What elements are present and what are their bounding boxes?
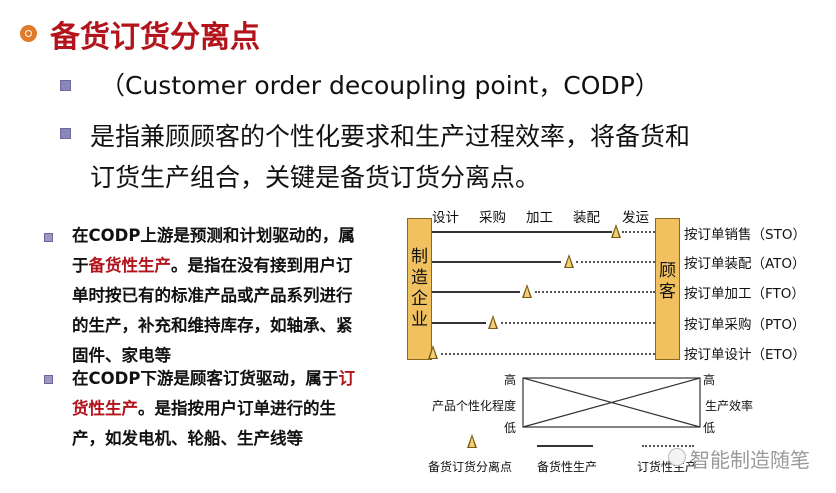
wechat-icon	[668, 448, 686, 466]
tradeoff-cross-diagram	[522, 377, 701, 428]
codp-marker-icon	[428, 345, 438, 359]
legend-codp-icon	[467, 434, 477, 448]
title-bullet-icon	[20, 25, 37, 42]
stage-assembly: 装配	[573, 210, 600, 226]
watermark: 智能制造随笔	[690, 448, 810, 472]
stage-ship: 发运	[622, 210, 649, 226]
bullet-icon	[44, 375, 53, 384]
stage-purchase: 采购	[479, 210, 506, 226]
customer-bar: 顾客	[655, 218, 680, 360]
order-line-pto	[501, 322, 655, 324]
efficiency-label: 生产效率	[705, 399, 754, 413]
legend-codp-label: 备货订货分离点	[428, 460, 513, 474]
order-line-eto	[441, 353, 655, 355]
stage-process: 加工	[526, 210, 553, 226]
left-low-label: 低	[504, 421, 517, 435]
codp-marker-icon	[564, 254, 574, 268]
page-title: 备货订货分离点	[50, 20, 260, 55]
stock-line-sto	[432, 231, 612, 233]
customization-label: 产品个性化程度	[432, 399, 517, 413]
right-high-label: 高	[703, 373, 716, 387]
manufacturer-bar: 制造企业	[407, 218, 432, 360]
stage-design: 设计	[432, 210, 459, 226]
bullet-icon	[60, 80, 71, 91]
legend-order-label: 订货性生产	[637, 460, 698, 474]
codp-full-name: （Customer order decoupling point，CODP）	[100, 71, 660, 100]
legend-stock-label: 备货性生产	[537, 460, 598, 474]
stock-line-fto	[432, 291, 520, 293]
bullet-icon	[44, 233, 53, 242]
bullet-icon	[60, 128, 71, 139]
mode-pto: 按订单采购（PTO）	[684, 317, 806, 333]
stock-line-ato	[432, 261, 561, 263]
order-line-sto	[622, 231, 655, 233]
upstream-text: 在CODP上游是预测和计划驱动的，属于备货性生产。是指在没有接到用户订单时按已有…	[72, 226, 355, 365]
definition-line-2: 订货生产组合，关键是备货订货分离点。	[90, 163, 541, 192]
right-low-label: 低	[703, 421, 716, 435]
mode-eto: 按订单设计（ETO）	[684, 347, 806, 363]
codp-marker-icon	[488, 315, 498, 329]
order-line-ato	[576, 261, 655, 263]
mode-fto: 按订单加工（FTO）	[684, 286, 805, 302]
left-high-label: 高	[504, 373, 517, 387]
stock-line-pto	[432, 322, 486, 324]
legend-stock-line	[537, 445, 593, 447]
definition-line-1: 是指兼顾顾客的个性化要求和生产过程效率，将备货和	[90, 122, 691, 151]
order-line-fto	[535, 291, 655, 293]
legend-order-line	[642, 445, 694, 447]
codp-marker-icon	[522, 284, 532, 298]
codp-marker-icon	[611, 224, 621, 238]
mode-ato: 按订单装配（ATO）	[684, 256, 806, 272]
mode-sto: 按订单销售（STO）	[684, 227, 806, 243]
downstream-text: 在CODP下游是顾客订货驱动，属于订货性生产。是指按用户订单进行的生产，如发电机…	[72, 369, 355, 448]
